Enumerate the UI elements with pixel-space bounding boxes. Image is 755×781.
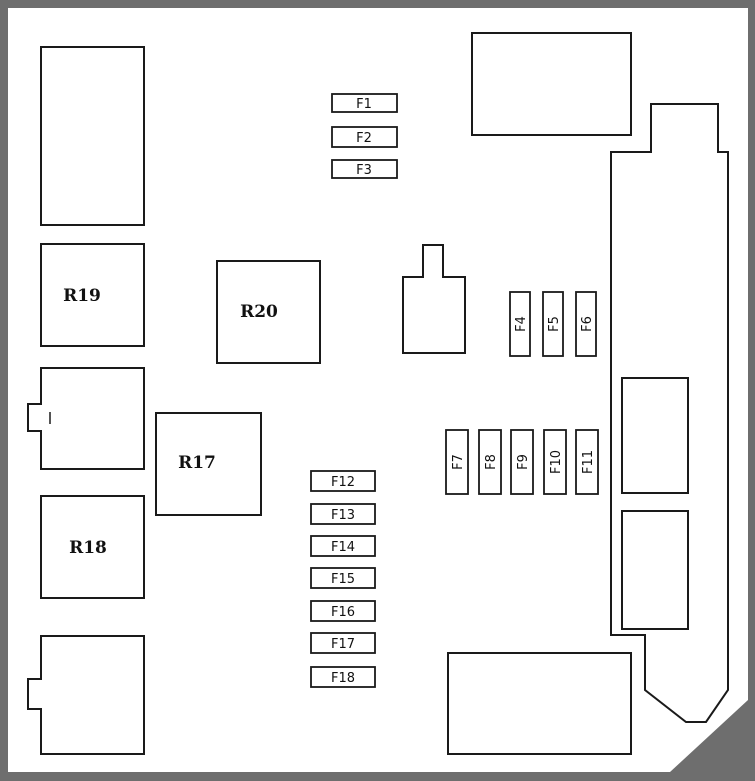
relay-r17[interactable]: R17 bbox=[155, 412, 262, 516]
fuse-f16[interactable]: F16 bbox=[310, 600, 376, 622]
fuse-f8-label: F8 bbox=[484, 454, 499, 470]
fuse-f10[interactable]: F10 bbox=[543, 429, 567, 495]
fuse-f6[interactable]: F6 bbox=[575, 291, 597, 357]
fuse-f1-label: F1 bbox=[356, 97, 372, 112]
connector-slot-upper bbox=[621, 377, 689, 494]
fuse-f16-label: F16 bbox=[331, 605, 355, 620]
relay-r20[interactable]: R20 bbox=[216, 260, 321, 364]
fuse-f8[interactable]: F8 bbox=[478, 429, 502, 495]
fuse-f7[interactable]: F7 bbox=[445, 429, 469, 495]
relay-side-connector-upper bbox=[27, 367, 145, 470]
fuse-f3-label: F3 bbox=[356, 163, 372, 178]
fuse-f1[interactable]: F1 bbox=[331, 93, 398, 113]
fuse-f13-label: F13 bbox=[331, 508, 355, 523]
fuse-f10-label: F10 bbox=[549, 450, 564, 474]
fuse-f14-label: F14 bbox=[331, 540, 355, 555]
fuse-f11-label: F11 bbox=[581, 450, 596, 474]
fuse-f9-label: F9 bbox=[516, 454, 531, 470]
module-top-left bbox=[40, 46, 145, 226]
fuse-f15[interactable]: F15 bbox=[310, 567, 376, 589]
relay-r20-label: R20 bbox=[240, 302, 278, 322]
fuse-f18[interactable]: F18 bbox=[310, 666, 376, 688]
fuse-box-panel bbox=[8, 8, 748, 772]
module-bottom-right bbox=[447, 652, 632, 755]
t-connector bbox=[402, 244, 466, 354]
fuse-f4-label: F4 bbox=[514, 316, 529, 332]
fuse-f17[interactable]: F17 bbox=[310, 632, 376, 654]
connector-slot-lower bbox=[621, 510, 689, 630]
relay-r18[interactable]: R18 bbox=[40, 495, 145, 599]
fuse-f18-label: F18 bbox=[331, 671, 355, 686]
fuse-f5-label: F5 bbox=[547, 316, 562, 332]
relay-r17-label: R17 bbox=[178, 453, 216, 473]
fuse-f11[interactable]: F11 bbox=[575, 429, 599, 495]
fuse-f4[interactable]: F4 bbox=[509, 291, 531, 357]
fuse-f9[interactable]: F9 bbox=[510, 429, 534, 495]
fuse-f5[interactable]: F5 bbox=[542, 291, 564, 357]
fuse-f15-label: F15 bbox=[331, 572, 355, 587]
fuse-f12[interactable]: F12 bbox=[310, 470, 376, 492]
fuse-f6-label: F6 bbox=[580, 316, 595, 332]
fuse-f12-label: F12 bbox=[331, 475, 355, 490]
fuse-f2[interactable]: F2 bbox=[331, 126, 398, 148]
fuse-f17-label: F17 bbox=[331, 637, 355, 652]
fuse-f3[interactable]: F3 bbox=[331, 159, 398, 179]
relay-r19-label: R19 bbox=[63, 286, 101, 306]
relay-side-connector-lower bbox=[27, 635, 145, 755]
fuse-f2-label: F2 bbox=[356, 131, 372, 146]
fuse-f14[interactable]: F14 bbox=[310, 535, 376, 557]
relay-r19[interactable]: R19 bbox=[40, 243, 145, 347]
relay-r18-label: R18 bbox=[69, 538, 107, 558]
module-top-right bbox=[471, 32, 632, 136]
fuse-f13[interactable]: F13 bbox=[310, 503, 376, 525]
fuse-f7-label: F7 bbox=[451, 454, 466, 470]
